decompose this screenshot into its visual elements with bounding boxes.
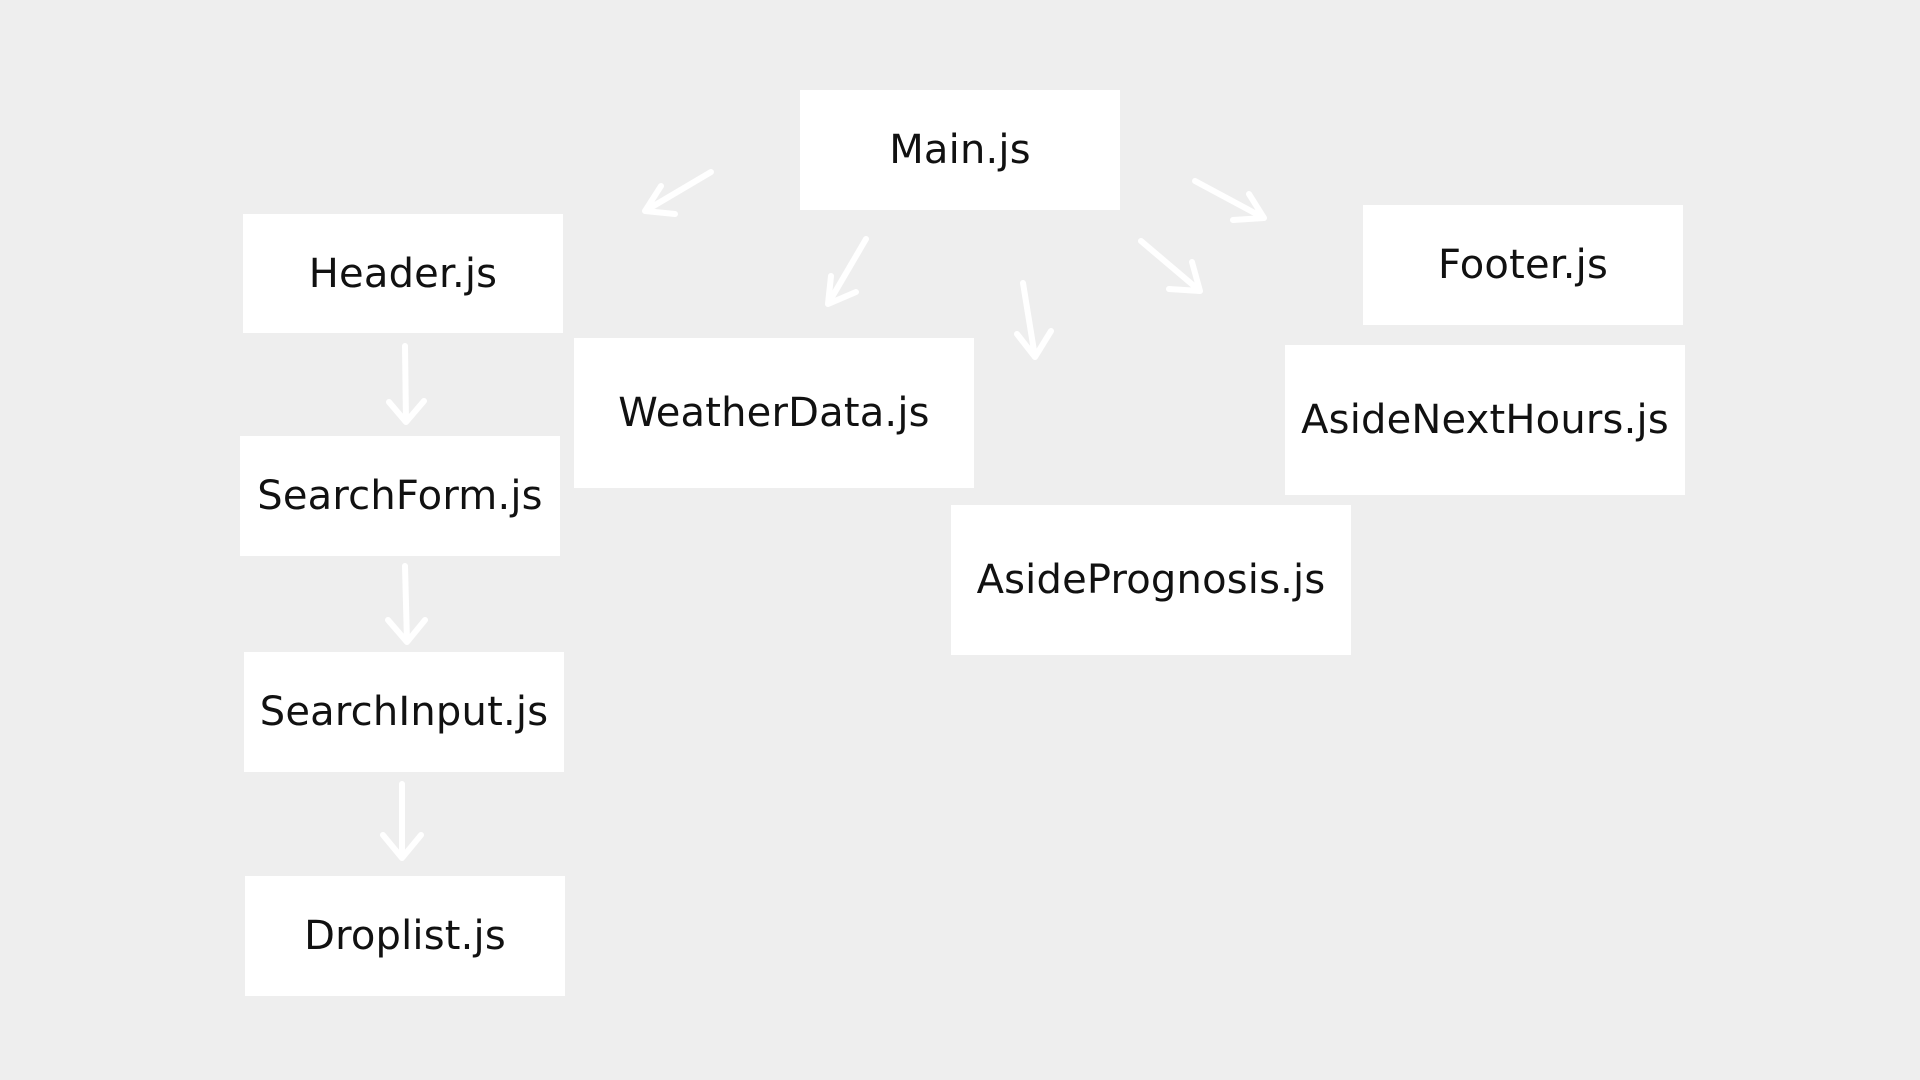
node-footer-label: Footer.js bbox=[1437, 242, 1609, 288]
node-asideprognosis-label: AsidePrognosis.js bbox=[976, 557, 1326, 603]
arrow-main-to-header bbox=[642, 169, 714, 217]
node-searchform-label: SearchForm.js bbox=[257, 473, 543, 519]
node-asidenexthours: AsideNextHours.js bbox=[1285, 345, 1685, 495]
node-main: Main.js bbox=[800, 90, 1120, 210]
arrow-searchinput-to-droplist bbox=[380, 781, 424, 861]
node-searchinput-label: SearchInput.js bbox=[259, 689, 549, 735]
arrow-main-to-weatherdata bbox=[825, 236, 869, 307]
arrow-main-to-asideprognosis bbox=[1014, 280, 1054, 360]
node-asidenexthours-label: AsideNextHours.js bbox=[1301, 397, 1669, 443]
node-weatherdata: WeatherData.js bbox=[574, 338, 974, 488]
node-droplist-label: Droplist.js bbox=[304, 913, 506, 959]
node-main-label: Main.js bbox=[889, 127, 1031, 173]
arrow-main-to-footer bbox=[1192, 178, 1267, 223]
node-searchinput: SearchInput.js bbox=[244, 652, 564, 772]
arrow-header-to-searchform bbox=[386, 343, 427, 425]
node-footer: Footer.js bbox=[1363, 205, 1683, 325]
node-searchform: SearchForm.js bbox=[240, 436, 560, 556]
arrow-searchform-to-searchinput bbox=[385, 563, 428, 645]
node-weatherdata-label: WeatherData.js bbox=[618, 390, 930, 436]
node-header-label: Header.js bbox=[308, 250, 498, 297]
arrow-main-to-asidenexthours bbox=[1138, 238, 1203, 294]
node-asideprognosis: AsidePrognosis.js bbox=[951, 505, 1351, 655]
node-header: Header.js bbox=[243, 214, 563, 333]
node-droplist: Droplist.js bbox=[245, 876, 565, 996]
